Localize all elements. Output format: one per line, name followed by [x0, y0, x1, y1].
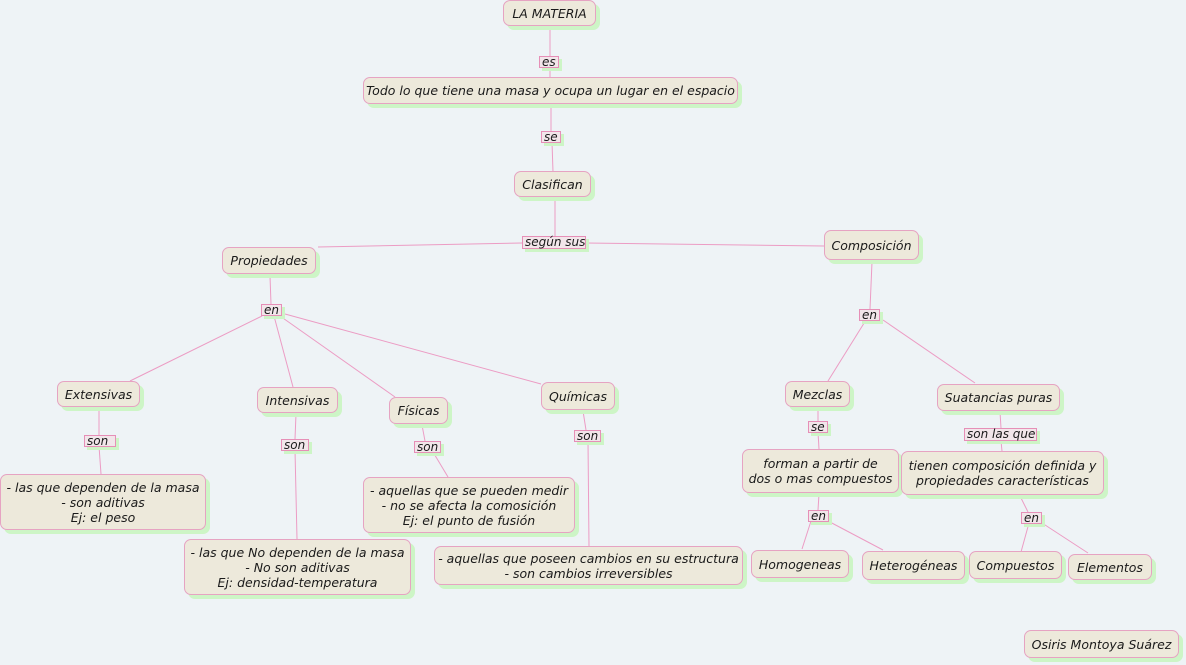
connector — [999, 411, 1002, 429]
connector — [1020, 522, 1030, 553]
connector — [273, 315, 294, 388]
connector — [585, 242, 825, 247]
connector — [882, 319, 976, 384]
connector — [817, 431, 820, 450]
link-se-mezclas[interactable]: se — [808, 421, 828, 433]
concept-definicion[interactable]: Todo lo que tiene una masa y ocupa un lu… — [363, 77, 738, 104]
connector — [587, 440, 590, 547]
connector — [432, 451, 449, 478]
connector — [551, 141, 554, 173]
link-son-las-que[interactable]: son las que — [964, 428, 1037, 441]
connector — [827, 319, 867, 382]
connector — [817, 493, 820, 511]
link-en-propiedades[interactable]: en — [261, 304, 282, 316]
link-son-intensivas[interactable]: son — [281, 439, 309, 451]
connector — [582, 410, 587, 431]
connector — [317, 242, 523, 248]
concept-sustancias-puras[interactable]: Suatancias puras — [937, 384, 1060, 411]
link-son-extensivas[interactable]: son — [84, 435, 116, 447]
link-se[interactable]: se — [541, 131, 561, 143]
concept-composicion[interactable]: Composición — [824, 230, 919, 260]
concept-fisicas-desc[interactable]: - aquellas que se pueden medir - no se a… — [363, 477, 575, 533]
link-en-mezclas[interactable]: en — [808, 510, 829, 522]
concept-la-materia[interactable]: LA MATERIA — [503, 0, 596, 26]
connector — [801, 520, 812, 550]
concept-propiedades[interactable]: Propiedades — [222, 247, 316, 274]
connector — [869, 261, 873, 310]
connector — [294, 413, 297, 440]
concept-homogeneas[interactable]: Homogeneas — [751, 550, 849, 578]
connector — [98, 445, 102, 475]
link-son-quimicas[interactable]: son — [574, 430, 601, 442]
link-es[interactable]: es — [539, 56, 559, 68]
concept-compuestos[interactable]: Compuestos — [969, 551, 1062, 579]
concept-extensivas-desc[interactable]: - las que dependen de la masa - son adit… — [0, 474, 206, 530]
connector — [279, 315, 396, 398]
connector — [421, 424, 426, 442]
concept-extensivas[interactable]: Extensivas — [57, 381, 140, 407]
concept-sustancias-desc[interactable]: tienen composición definida y propiedade… — [901, 451, 1104, 495]
concept-quimicas[interactable]: Químicas — [541, 382, 615, 410]
link-segun-sus[interactable]: según sus — [522, 236, 586, 249]
connector — [1000, 440, 1003, 452]
link-en-composicion[interactable]: en — [859, 309, 880, 321]
concept-mezclas-desc[interactable]: forman a partir de dos o mas compuestos — [742, 449, 899, 493]
concept-intensivas-desc[interactable]: - las que No dependen de la masa - No so… — [184, 539, 411, 595]
connector — [1041, 522, 1089, 554]
concept-fisicas[interactable]: Físicas — [389, 397, 448, 424]
concept-quimicas-desc[interactable]: - aquellas que poseen cambios en su estr… — [434, 546, 743, 585]
connector — [269, 275, 272, 305]
link-son-fisicas[interactable]: son — [414, 441, 441, 453]
connector — [284, 313, 542, 385]
connector — [129, 315, 263, 382]
concept-intensivas[interactable]: Intensivas — [257, 387, 338, 413]
connector — [827, 520, 884, 551]
concept-clasifican[interactable]: Clasifican — [514, 171, 591, 197]
concept-heterogeneas[interactable]: Heterogéneas — [862, 551, 965, 580]
concept-elementos[interactable]: Elementos — [1068, 554, 1152, 580]
connector — [1019, 495, 1029, 513]
author-credit[interactable]: Osiris Montoya Suárez — [1024, 630, 1179, 658]
concept-mezclas[interactable]: Mezclas — [785, 381, 850, 407]
link-en-sustancias[interactable]: en — [1021, 512, 1042, 524]
connector — [294, 449, 298, 540]
